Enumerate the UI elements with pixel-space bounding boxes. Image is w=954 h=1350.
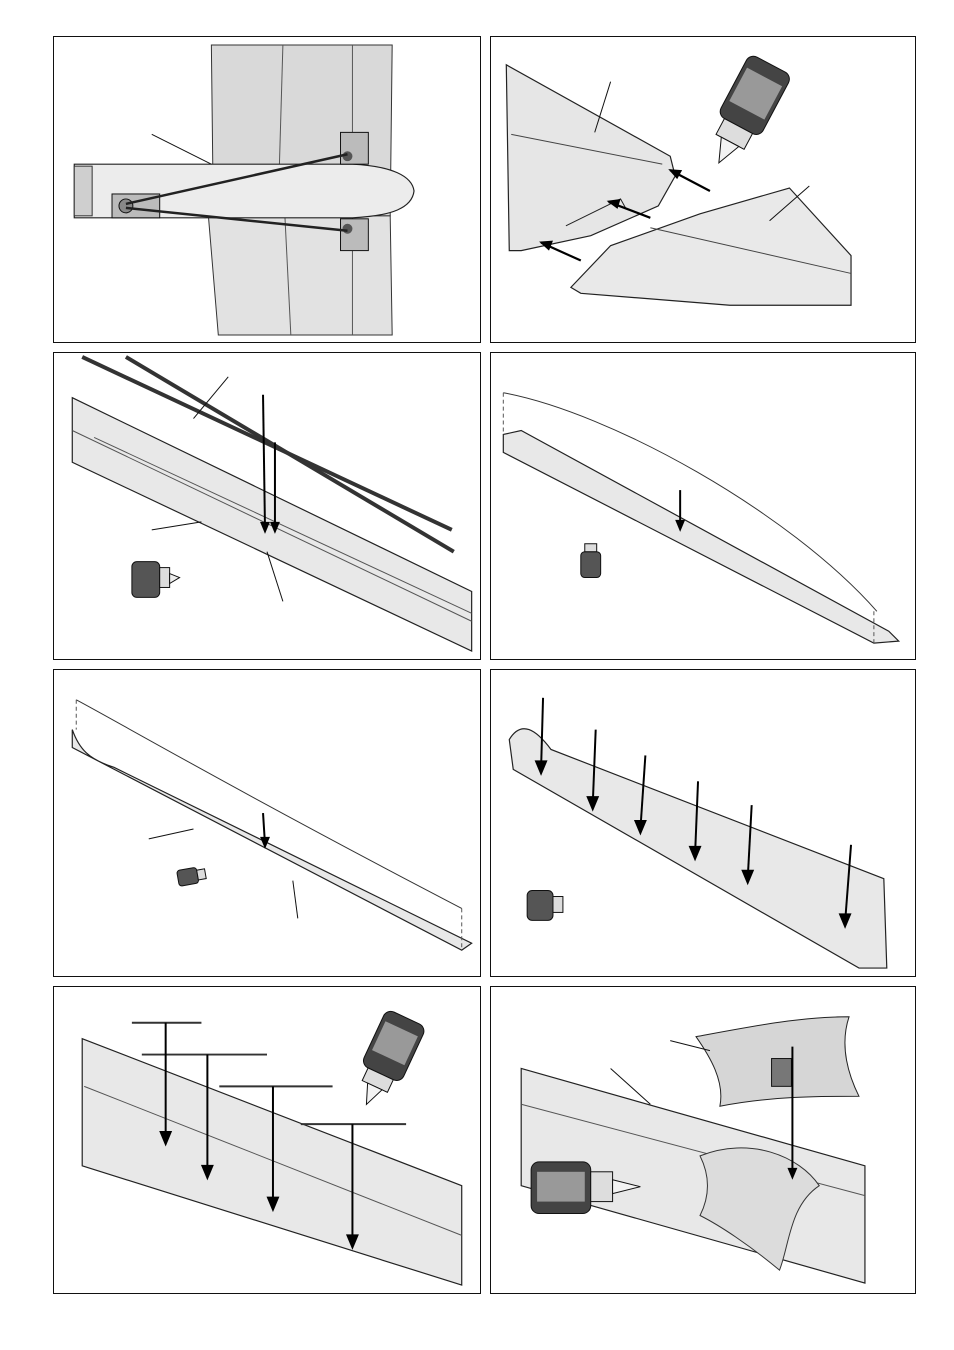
glue-bottle-icon — [581, 544, 601, 578]
spar-insertion-illustration — [54, 353, 480, 659]
wing-cover-plate-illustration — [491, 987, 915, 1293]
glue-bottle-icon — [177, 866, 207, 886]
glue-bottle-icon — [132, 562, 180, 598]
panel-8-wing-cover-plate — [490, 986, 916, 1294]
panel-5-wing-top-cover — [53, 669, 481, 977]
wing-ribs-illustration — [491, 670, 915, 976]
panel-4-wing-spar — [490, 352, 916, 660]
glue-bottle-icon — [527, 891, 563, 921]
panel-1-tail-assembly — [53, 36, 481, 343]
panel-3-spar-insertion — [53, 352, 481, 660]
wing-top-cover-illustration — [54, 670, 480, 976]
glue-bottle-icon — [347, 1009, 427, 1114]
panel-7-wing-strips — [53, 986, 481, 1294]
panel-2-wing-joint — [490, 36, 916, 343]
panel-6-wing-ribs — [490, 669, 916, 977]
wing-strips-illustration — [54, 987, 480, 1293]
wing-joint-illustration — [491, 37, 915, 342]
tail-assembly-illustration — [54, 37, 480, 342]
glue-bottle-icon — [698, 53, 792, 174]
wing-spar-illustration — [491, 353, 915, 659]
